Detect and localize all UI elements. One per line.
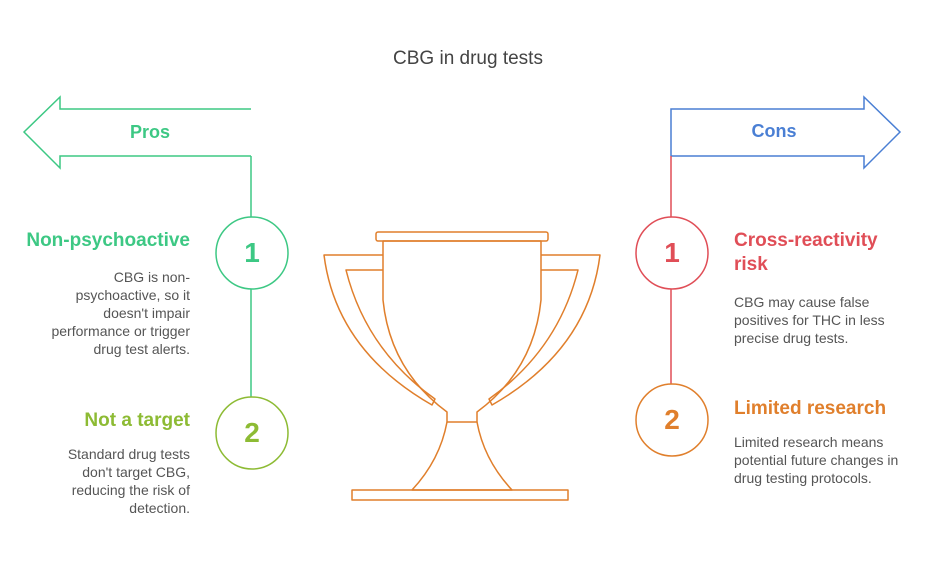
cons-item-2-heading: Limited research (734, 398, 887, 419)
pros-arrow (22, 95, 251, 170)
cons-number-circle-1 (635, 216, 709, 290)
pros-label: Pros (129, 122, 171, 142)
pros-number-circle-2 (215, 396, 289, 470)
pros-number-2: 2 (244, 417, 260, 448)
pros-number-1: 1 (244, 237, 260, 268)
pros-item-1-heading: Non-psychoactive (26, 230, 190, 251)
diagram-title: CBG in drug tests (393, 48, 543, 69)
cons-label: Cons (751, 121, 797, 141)
cons-item-1-heading: Cross-reactivity risk (734, 230, 878, 275)
cons-number-circle-2 (635, 383, 709, 457)
pros-number-circle-1 (215, 216, 289, 290)
cons-item-1-description: CBG may cause false positives for THC in… (734, 294, 885, 346)
pros-item-2-heading: Not a target (84, 410, 190, 431)
pros-item-2-description: Standard drug tests don't target CBG, re… (67, 446, 190, 516)
cons-item-2-description: Limited research means potential future … (734, 434, 899, 486)
cons-number-2: 2 (664, 404, 680, 435)
cons-number-1: 1 (664, 237, 680, 268)
trophy-icon (323, 231, 601, 501)
pros-item-1-description: CBG is non-psychoactive, so it doesn't i… (51, 269, 190, 357)
cons-arrow (670, 95, 902, 170)
